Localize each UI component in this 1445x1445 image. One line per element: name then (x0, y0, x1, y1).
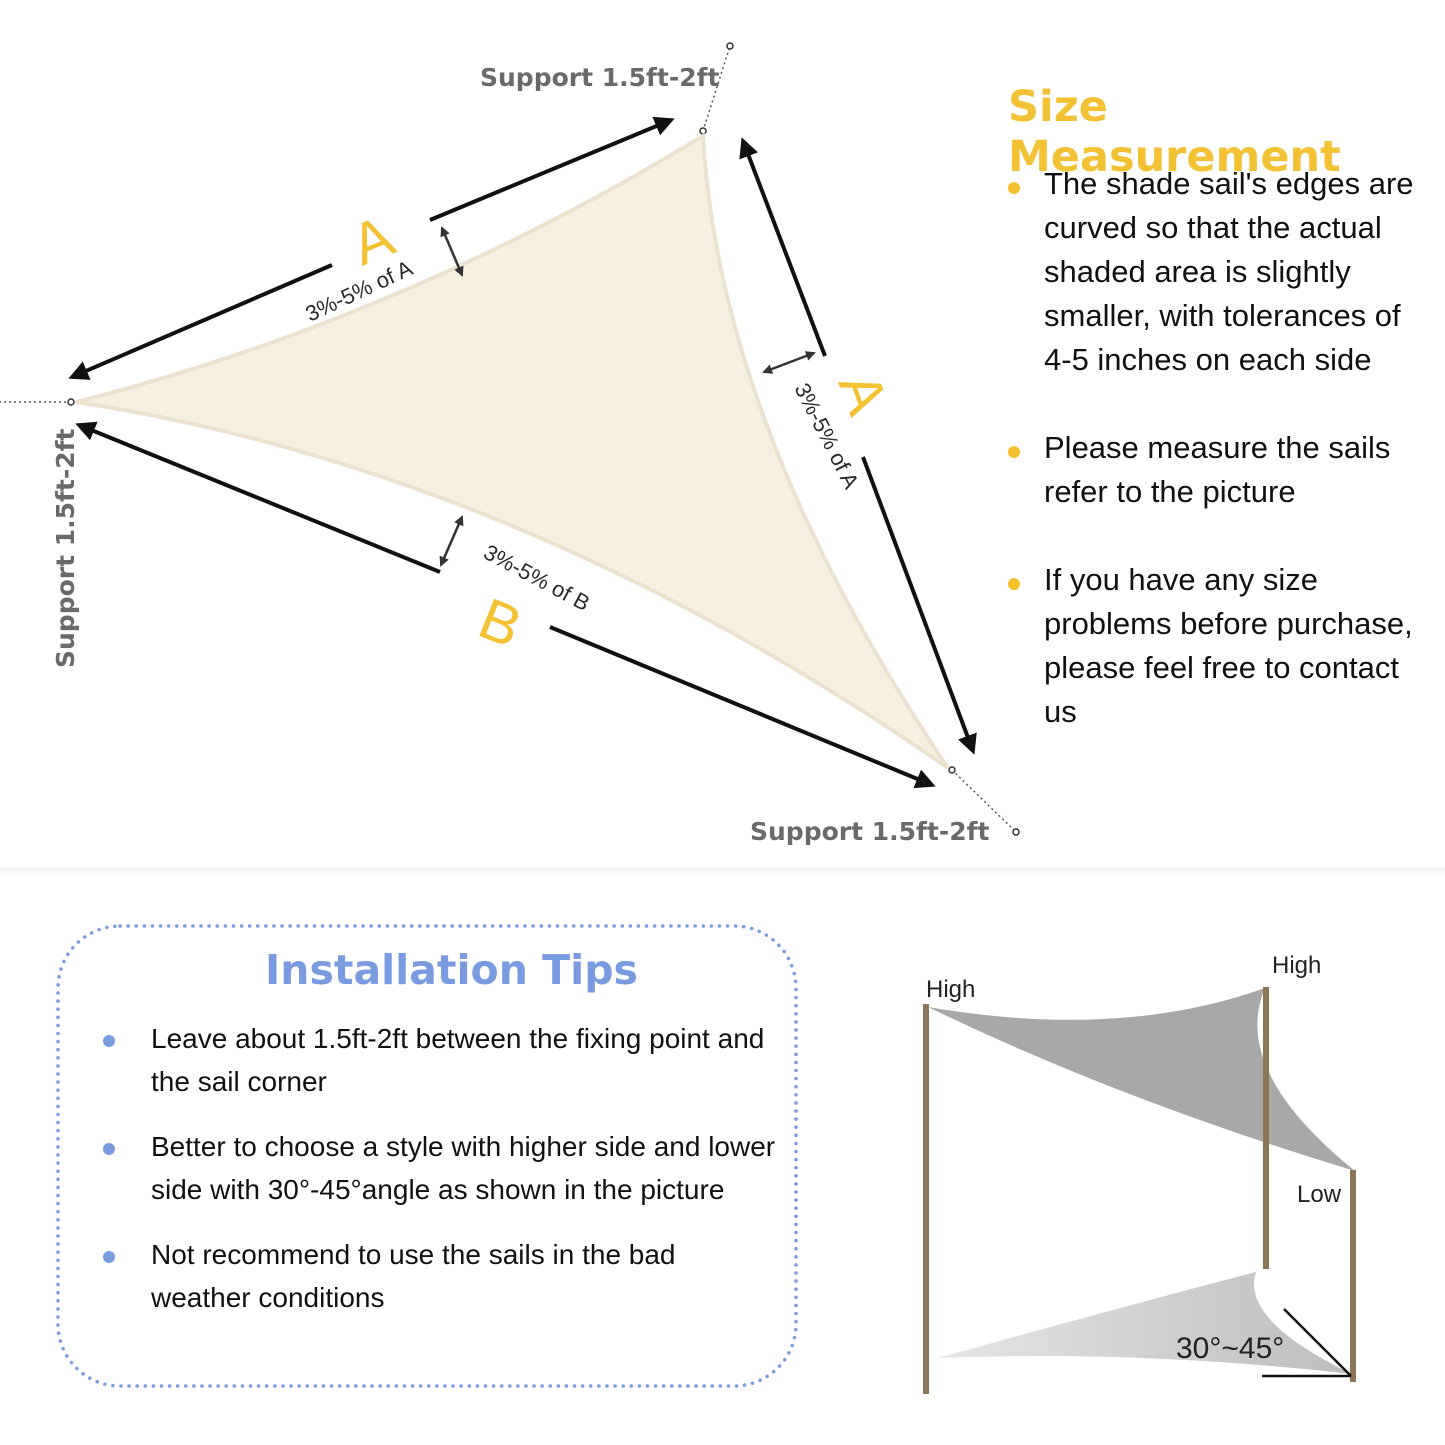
bullet-dot-icon (103, 1251, 115, 1263)
installation-tips-box (56, 924, 798, 1388)
installation-tips-list: Leave about 1.5ft-2ft between the fixing… (103, 1017, 781, 1341)
list-item: Please measure the sails refer to the pi… (1008, 426, 1424, 514)
angle-label: 30°~45° (1176, 1332, 1284, 1365)
dimension-letter-b: B (470, 586, 530, 661)
dimension-letter-a-right: A (826, 364, 900, 423)
angle-line-diagonal (1283, 1308, 1352, 1377)
pole-label-left: High (926, 976, 975, 1003)
bullet-dot-icon (1008, 446, 1020, 458)
bullet-dot-icon (1008, 578, 1020, 590)
list-item-text: Better to choose a style with higher sid… (151, 1131, 776, 1205)
pole-right (1350, 1170, 1356, 1382)
install-illustration: High High Low 30°~45° (923, 952, 1356, 1394)
list-item-text: Leave about 1.5ft-2ft between the fixing… (151, 1023, 765, 1097)
pole-left (923, 1004, 929, 1394)
rope-rings (67, 42, 1020, 836)
support-label-left: Support 1.5ft-2ft (51, 428, 80, 668)
dimension-arrows (68, 116, 977, 789)
size-measurement-list: The shade sail's edges are curved so tha… (1008, 162, 1424, 778)
guy-ropes (0, 45, 1017, 833)
support-label-bottom: Support 1.5ft-2ft (750, 817, 990, 846)
installation-tips-title: Installation Tips (265, 946, 638, 994)
gray-sail (928, 988, 1355, 1171)
bullet-dot-icon (103, 1143, 115, 1155)
list-item: If you have any size problems before pur… (1008, 558, 1424, 734)
list-item-text: Not recommend to use the sails in the ba… (151, 1239, 676, 1313)
pole-label-right: Low (1297, 1181, 1342, 1208)
size-measurement-title: Size Measurement (1008, 82, 1341, 182)
list-item: Not recommend to use the sails in the ba… (103, 1233, 781, 1319)
list-item: Better to choose a style with higher sid… (103, 1125, 781, 1211)
tolerance-arrows (439, 226, 816, 567)
list-item: The shade sail's edges are curved so tha… (1008, 162, 1424, 382)
list-item-text: The shade sail's edges are curved so tha… (1044, 166, 1414, 377)
ground-shadow (938, 1272, 1352, 1374)
shade-sail-triangle (75, 132, 950, 770)
list-item-text: If you have any size problems before pur… (1044, 562, 1413, 729)
support-label-top: Support 1.5ft-2ft (480, 63, 720, 92)
section-divider (0, 868, 1445, 876)
bullet-dot-icon (1008, 182, 1020, 194)
list-item: Leave about 1.5ft-2ft between the fixing… (103, 1017, 781, 1103)
pole-label-middle: High (1272, 952, 1321, 979)
pole-middle (1263, 987, 1269, 1269)
list-item-text: Please measure the sails refer to the pi… (1044, 430, 1391, 509)
bullet-dot-icon (103, 1035, 115, 1047)
